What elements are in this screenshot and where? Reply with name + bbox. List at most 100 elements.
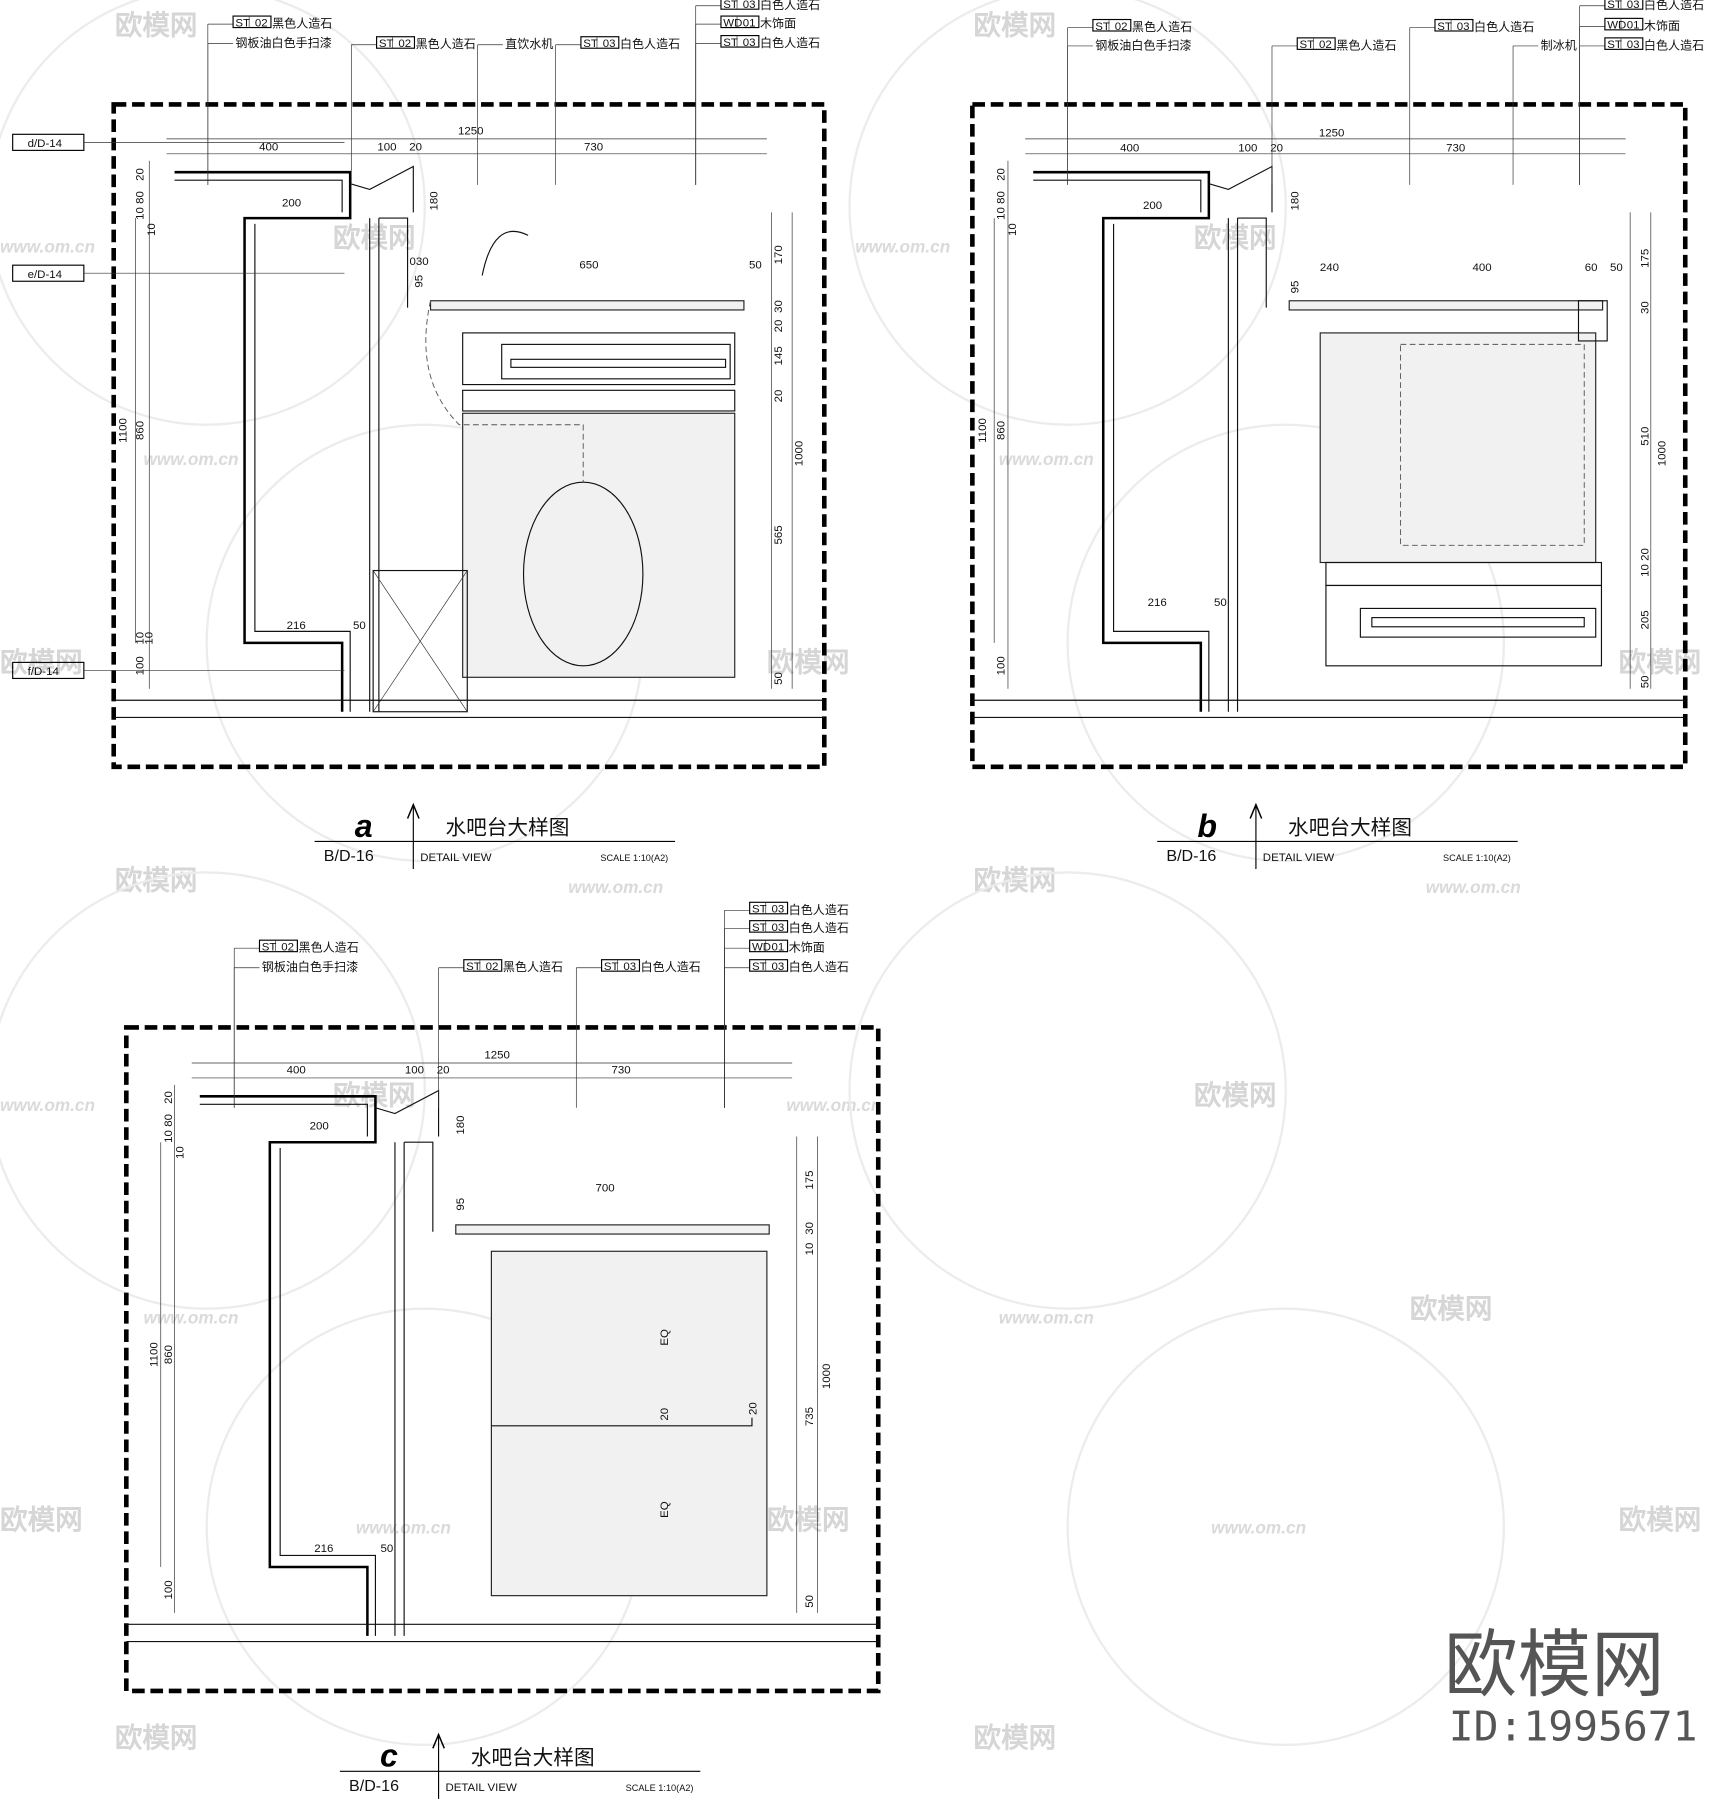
watermark-arc xyxy=(848,0,1287,426)
material-name: 白色人造石 xyxy=(1474,19,1534,34)
material-number: 03 xyxy=(1627,0,1640,11)
dimension-label: 400 xyxy=(287,1064,306,1076)
material-code: ST xyxy=(752,922,767,934)
dimension-label: 205 xyxy=(1640,610,1652,629)
dimension-label: 400 xyxy=(259,141,278,153)
dimension-label: 20 xyxy=(1270,143,1283,155)
watermark-url: www.om.cn xyxy=(568,877,663,897)
view-subtitle: DETAIL VIEW xyxy=(445,1782,517,1794)
faucet xyxy=(481,230,529,276)
material-code: ST xyxy=(723,0,738,11)
countertop-nosing xyxy=(350,165,414,213)
watermark-logo: 欧模网 xyxy=(767,1504,850,1536)
drawer xyxy=(462,332,736,386)
dimension-label: 10 xyxy=(804,1243,816,1256)
dimension-label: 20 xyxy=(773,320,785,333)
material-code: ST xyxy=(466,961,481,973)
watermark-url: www.om.cn xyxy=(144,1308,239,1328)
material-code: WD xyxy=(1607,20,1626,32)
material-number: 02 xyxy=(281,942,294,954)
dimension-label: 650 xyxy=(579,260,598,272)
dimension-label: 10 20 xyxy=(1640,548,1652,577)
dimension-label: 735 xyxy=(804,1407,816,1426)
dimension-label: 20 xyxy=(748,1402,760,1415)
bar-panel xyxy=(199,1103,377,1636)
dimension-label: 216 xyxy=(287,620,306,632)
watermark-id: ID:1995671 xyxy=(1449,1702,1698,1750)
dimension-label: 860 xyxy=(996,421,1008,440)
dimension-label: 565 xyxy=(773,525,785,544)
material-code: ST xyxy=(262,942,277,954)
bar-panel xyxy=(174,179,351,712)
dimension-label: 10 xyxy=(1007,223,1019,236)
view-scale: SCALE 1:10(A2) xyxy=(600,853,668,863)
material-code-box xyxy=(580,36,620,49)
dimension-label: 20 xyxy=(135,168,147,181)
floor-line xyxy=(113,699,825,719)
material-number: 03 xyxy=(623,961,636,973)
drawer-rail xyxy=(1325,561,1603,587)
watermark-url: www.om.cn xyxy=(1426,877,1521,897)
ice-machine xyxy=(1400,343,1585,546)
material-name: 黑色人造石 xyxy=(272,17,332,31)
drawer-front xyxy=(1359,607,1597,638)
material-code-box xyxy=(463,959,503,972)
material-code-box xyxy=(720,0,760,10)
material-code-box xyxy=(376,36,416,49)
material-name: 黑色人造石 xyxy=(299,941,359,955)
dimension-label: 100 xyxy=(163,1580,175,1599)
watermark-logo: 欧模网 xyxy=(767,647,850,679)
material-callout: 钢板油白色手扫漆 xyxy=(1067,37,1192,185)
watermark-url: www.om.cn xyxy=(1211,1518,1306,1538)
drawer-handle xyxy=(1371,617,1585,628)
dimension-label: 30 xyxy=(804,1222,816,1235)
dimension-label: 216 xyxy=(314,1543,333,1555)
watermark-logo: 欧模网 xyxy=(333,222,416,254)
material-name: 木饰面 xyxy=(789,941,825,955)
view-subtitle: DETAIL VIEW xyxy=(420,852,492,864)
material-code: ST xyxy=(604,961,619,973)
material-code-box xyxy=(601,959,641,972)
material-name: 白色人造石 xyxy=(1644,37,1704,52)
dimension-label: 50 xyxy=(381,1543,394,1555)
material-code: ST xyxy=(1437,21,1452,33)
material-code: ST xyxy=(752,904,767,916)
dimension-label: 20 xyxy=(163,1091,175,1104)
countertop-nosing xyxy=(1208,165,1273,213)
dimension-label: 100 xyxy=(1238,143,1257,155)
dimension-label: 860 xyxy=(135,421,147,440)
material-callout: 制冰机 xyxy=(1512,38,1577,185)
material-code-box xyxy=(749,901,789,915)
drawer-rail xyxy=(462,389,736,412)
view-reference: B/D-16 xyxy=(324,847,374,865)
material-name: 黑色人造石 xyxy=(1336,38,1396,52)
dimension-label: 1250 xyxy=(484,1049,510,1061)
watermark-logo: 欧模网 xyxy=(0,1504,83,1536)
material-name: 白色人造石 xyxy=(1644,0,1704,12)
watermark-logo: 欧模网 xyxy=(1194,222,1277,254)
dimension-label: 240 xyxy=(1320,262,1339,274)
dimension-label: 20 xyxy=(659,1408,671,1421)
dimension-label: 20 xyxy=(409,141,422,153)
material-name: 白色人造石 xyxy=(789,902,849,917)
dimension-label: 216 xyxy=(1148,597,1167,609)
dimension-label: 50 xyxy=(1610,262,1623,274)
arrow-up-icon xyxy=(432,1732,445,1749)
material-callout: 钢板油白色手扫漆 xyxy=(233,959,358,1108)
dimension-label: 95 xyxy=(455,1198,467,1211)
watermark-logo: 欧模网 xyxy=(1410,1293,1493,1325)
material-name: 直饮水机 xyxy=(505,37,553,51)
dimension-label: EQ xyxy=(659,1501,671,1518)
shelf xyxy=(491,1417,753,1427)
dimension-label: 1100 xyxy=(117,418,129,443)
watermark-url: www.om.cn xyxy=(999,1308,1094,1328)
view-subtitle: DETAIL VIEW xyxy=(1263,852,1335,864)
arrow-up-icon xyxy=(1249,802,1263,819)
view-frame xyxy=(124,1025,881,1694)
